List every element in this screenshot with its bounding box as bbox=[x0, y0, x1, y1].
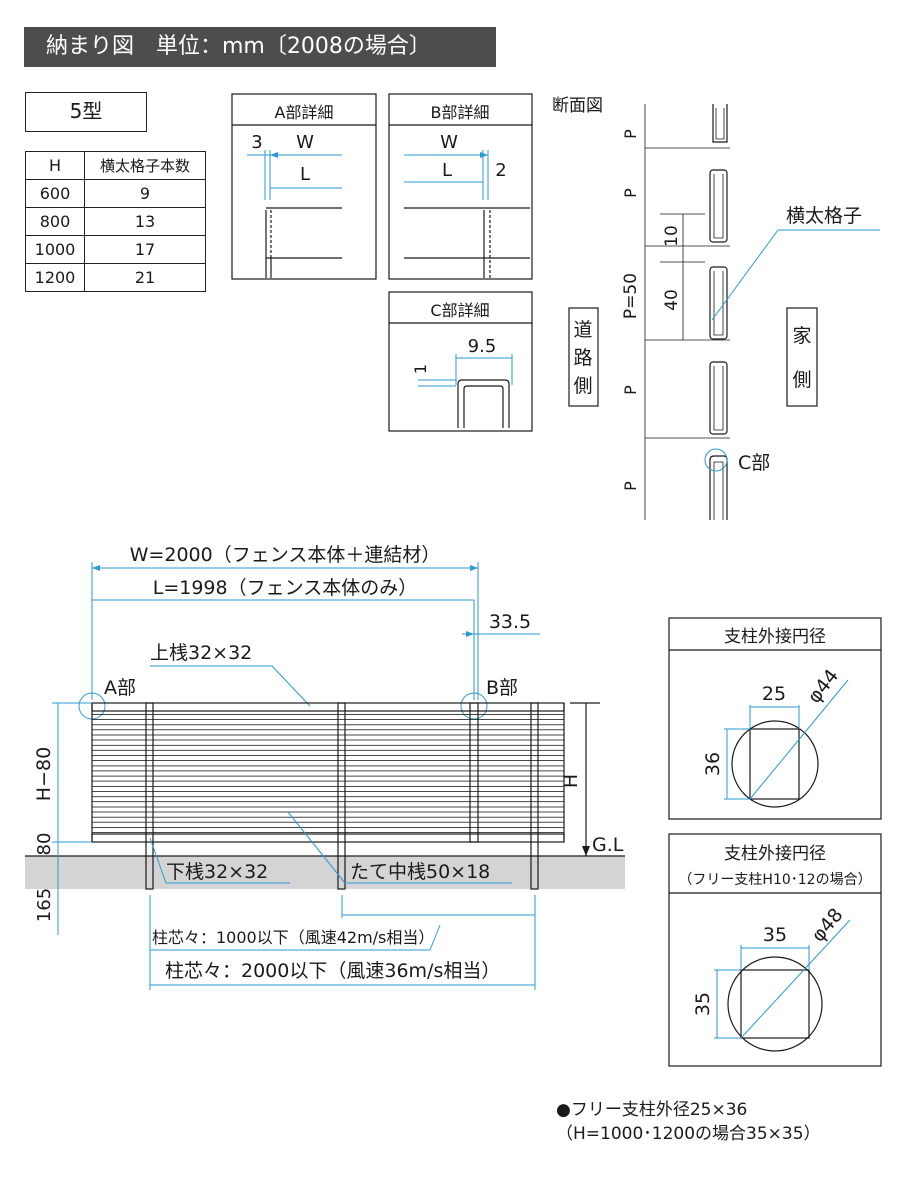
a-part-label: A部 bbox=[104, 677, 136, 699]
post-circle-2-dim-w: 35 bbox=[763, 924, 787, 946]
section-c-part: C部 bbox=[738, 452, 770, 474]
post-size-note: ●フリー支柱外径25×36 （H=1000･1200の場合35×35） bbox=[556, 1098, 821, 1146]
lattice-bar bbox=[91, 816, 565, 823]
elevation-w-label: W=2000（フェンス本体＋連結材） bbox=[130, 544, 441, 566]
section-dim-10: 10 bbox=[662, 225, 682, 247]
section-pitch-2: P bbox=[621, 188, 640, 198]
post-pitch-1000-label: 柱芯々：1000以下（風速42m/s相当） bbox=[152, 928, 434, 947]
table-row: 1200 21 bbox=[25, 263, 206, 292]
note-line-1: ●フリー支柱外径25×36 bbox=[556, 1100, 748, 1120]
table-cell: 800 bbox=[25, 207, 85, 236]
detail-b-panel: B部詳細 W L 2 bbox=[388, 93, 533, 280]
detail-a-dim-gap: 3 bbox=[251, 132, 262, 153]
lattice-bar bbox=[91, 755, 565, 761]
elevation-l-label: L=1998（フェンス本体のみ） bbox=[153, 577, 417, 599]
detail-c-panel: C部詳細 9.5 1 bbox=[388, 291, 533, 432]
table-cell: 13 bbox=[84, 207, 206, 236]
section-pitch-1: P bbox=[621, 129, 640, 139]
lattice-bar bbox=[91, 765, 565, 772]
fence-elevation: W=2000（フェンス本体＋連結材） L=1998（フェンス本体のみ） 33.5… bbox=[25, 544, 625, 990]
road-side-char: 路 bbox=[573, 347, 592, 369]
detail-b-dim-l: L bbox=[442, 160, 452, 181]
detail-c-dim-gap: 1 bbox=[411, 364, 430, 374]
detail-b-dim-gap: 2 bbox=[495, 160, 506, 181]
post-circle-2-subtitle: （フリー支柱H10･12の場合） bbox=[678, 872, 871, 888]
b-part-label: B部 bbox=[486, 677, 518, 699]
detail-a-title: A部詳細 bbox=[275, 103, 334, 122]
detail-b-dim-w: W bbox=[440, 132, 458, 153]
post-circle-panel-1: 支柱外接円径 25 36 φ44 bbox=[668, 617, 882, 820]
house-side-char: 側 bbox=[792, 369, 811, 391]
elevation-dim-33-5: 33.5 bbox=[489, 611, 531, 633]
post-circle-2-diameter: φ48 bbox=[807, 904, 847, 946]
house-side-char: 家 bbox=[792, 325, 811, 347]
table-header-row: H 横太格子本数 bbox=[25, 151, 206, 180]
post-pitch-2000-label: 柱芯々：2000以下（風速36m/s相当） bbox=[165, 960, 500, 982]
post-circle-panel-2: 支柱外接円径 （フリー支柱H10･12の場合） 35 35 φ48 bbox=[668, 833, 882, 1067]
lattice-bar bbox=[91, 734, 565, 741]
post-circle-1-dim-w: 25 bbox=[762, 683, 786, 705]
model-label: 5型 bbox=[25, 92, 147, 132]
detail-c-title: C部詳細 bbox=[430, 301, 489, 320]
lattice-bar bbox=[91, 827, 565, 833]
table-cell: 17 bbox=[84, 235, 206, 264]
top-rail-label: 上桟32×32 bbox=[150, 642, 252, 664]
road-side-char: 側 bbox=[573, 375, 592, 397]
lattice-bar bbox=[91, 806, 565, 813]
lattice-bar bbox=[91, 796, 565, 803]
detail-c-dim-width: 9.5 bbox=[468, 336, 497, 357]
cross-section: 断面図 P P P=50 P P 10 40 C部 横太格子 道 路 側 bbox=[552, 96, 880, 520]
lattice-bar bbox=[91, 724, 565, 731]
section-lattice-label: 横太格子 bbox=[786, 205, 862, 227]
section-title: 断面図 bbox=[552, 96, 603, 116]
ground-level-label: G.L bbox=[592, 834, 624, 856]
post-circle-2-title: 支柱外接円径 bbox=[724, 844, 826, 864]
elevation-dim-80: 80 bbox=[34, 833, 55, 856]
lattice-bar bbox=[91, 786, 565, 792]
post-circle-2-dim-h: 35 bbox=[692, 992, 714, 1016]
lattice-bar bbox=[91, 775, 565, 782]
section-pitch-total: P=50 bbox=[621, 273, 641, 319]
post-circle-1-title: 支柱外接円径 bbox=[724, 627, 826, 647]
table-cell: 21 bbox=[84, 263, 206, 292]
detail-a-dim-w: W bbox=[296, 132, 314, 153]
table-cell: 1000 bbox=[25, 235, 85, 264]
page-title: 納まり図 単位：mm〔2008の場合〕 bbox=[24, 27, 496, 67]
post-circle-1-dim-h: 36 bbox=[702, 752, 724, 776]
lattice-count-table: H 横太格子本数 600 9 800 13 1000 17 1200 21 bbox=[25, 151, 206, 292]
lattice-bar bbox=[91, 744, 565, 751]
detail-b-title: B部詳細 bbox=[431, 103, 490, 122]
detail-a-dim-l: L bbox=[300, 164, 310, 185]
road-side-char: 道 bbox=[573, 319, 592, 341]
post-circle-1-diameter: φ44 bbox=[803, 665, 843, 707]
elevation-h: H bbox=[560, 774, 582, 788]
elevation-dim-165: 165 bbox=[34, 888, 55, 922]
lattice-bar bbox=[91, 714, 565, 720]
table-row: 1000 17 bbox=[25, 235, 206, 264]
section-pitch-3: P bbox=[621, 385, 640, 395]
mid-post-label: たて中桟50×18 bbox=[350, 861, 490, 883]
table-cell: 1200 bbox=[25, 263, 85, 292]
table-row: 800 13 bbox=[25, 207, 206, 236]
note-line-2: （H=1000･1200の場合35×35） bbox=[556, 1124, 821, 1144]
section-pitch-4: P bbox=[621, 481, 640, 491]
detail-a-panel: A部詳細 3 W L bbox=[231, 93, 377, 280]
section-dim-40: 40 bbox=[662, 289, 682, 311]
bottom-rail-label: 下桟32×32 bbox=[166, 861, 268, 883]
elevation-h-minus-80: H−80 bbox=[33, 747, 55, 801]
